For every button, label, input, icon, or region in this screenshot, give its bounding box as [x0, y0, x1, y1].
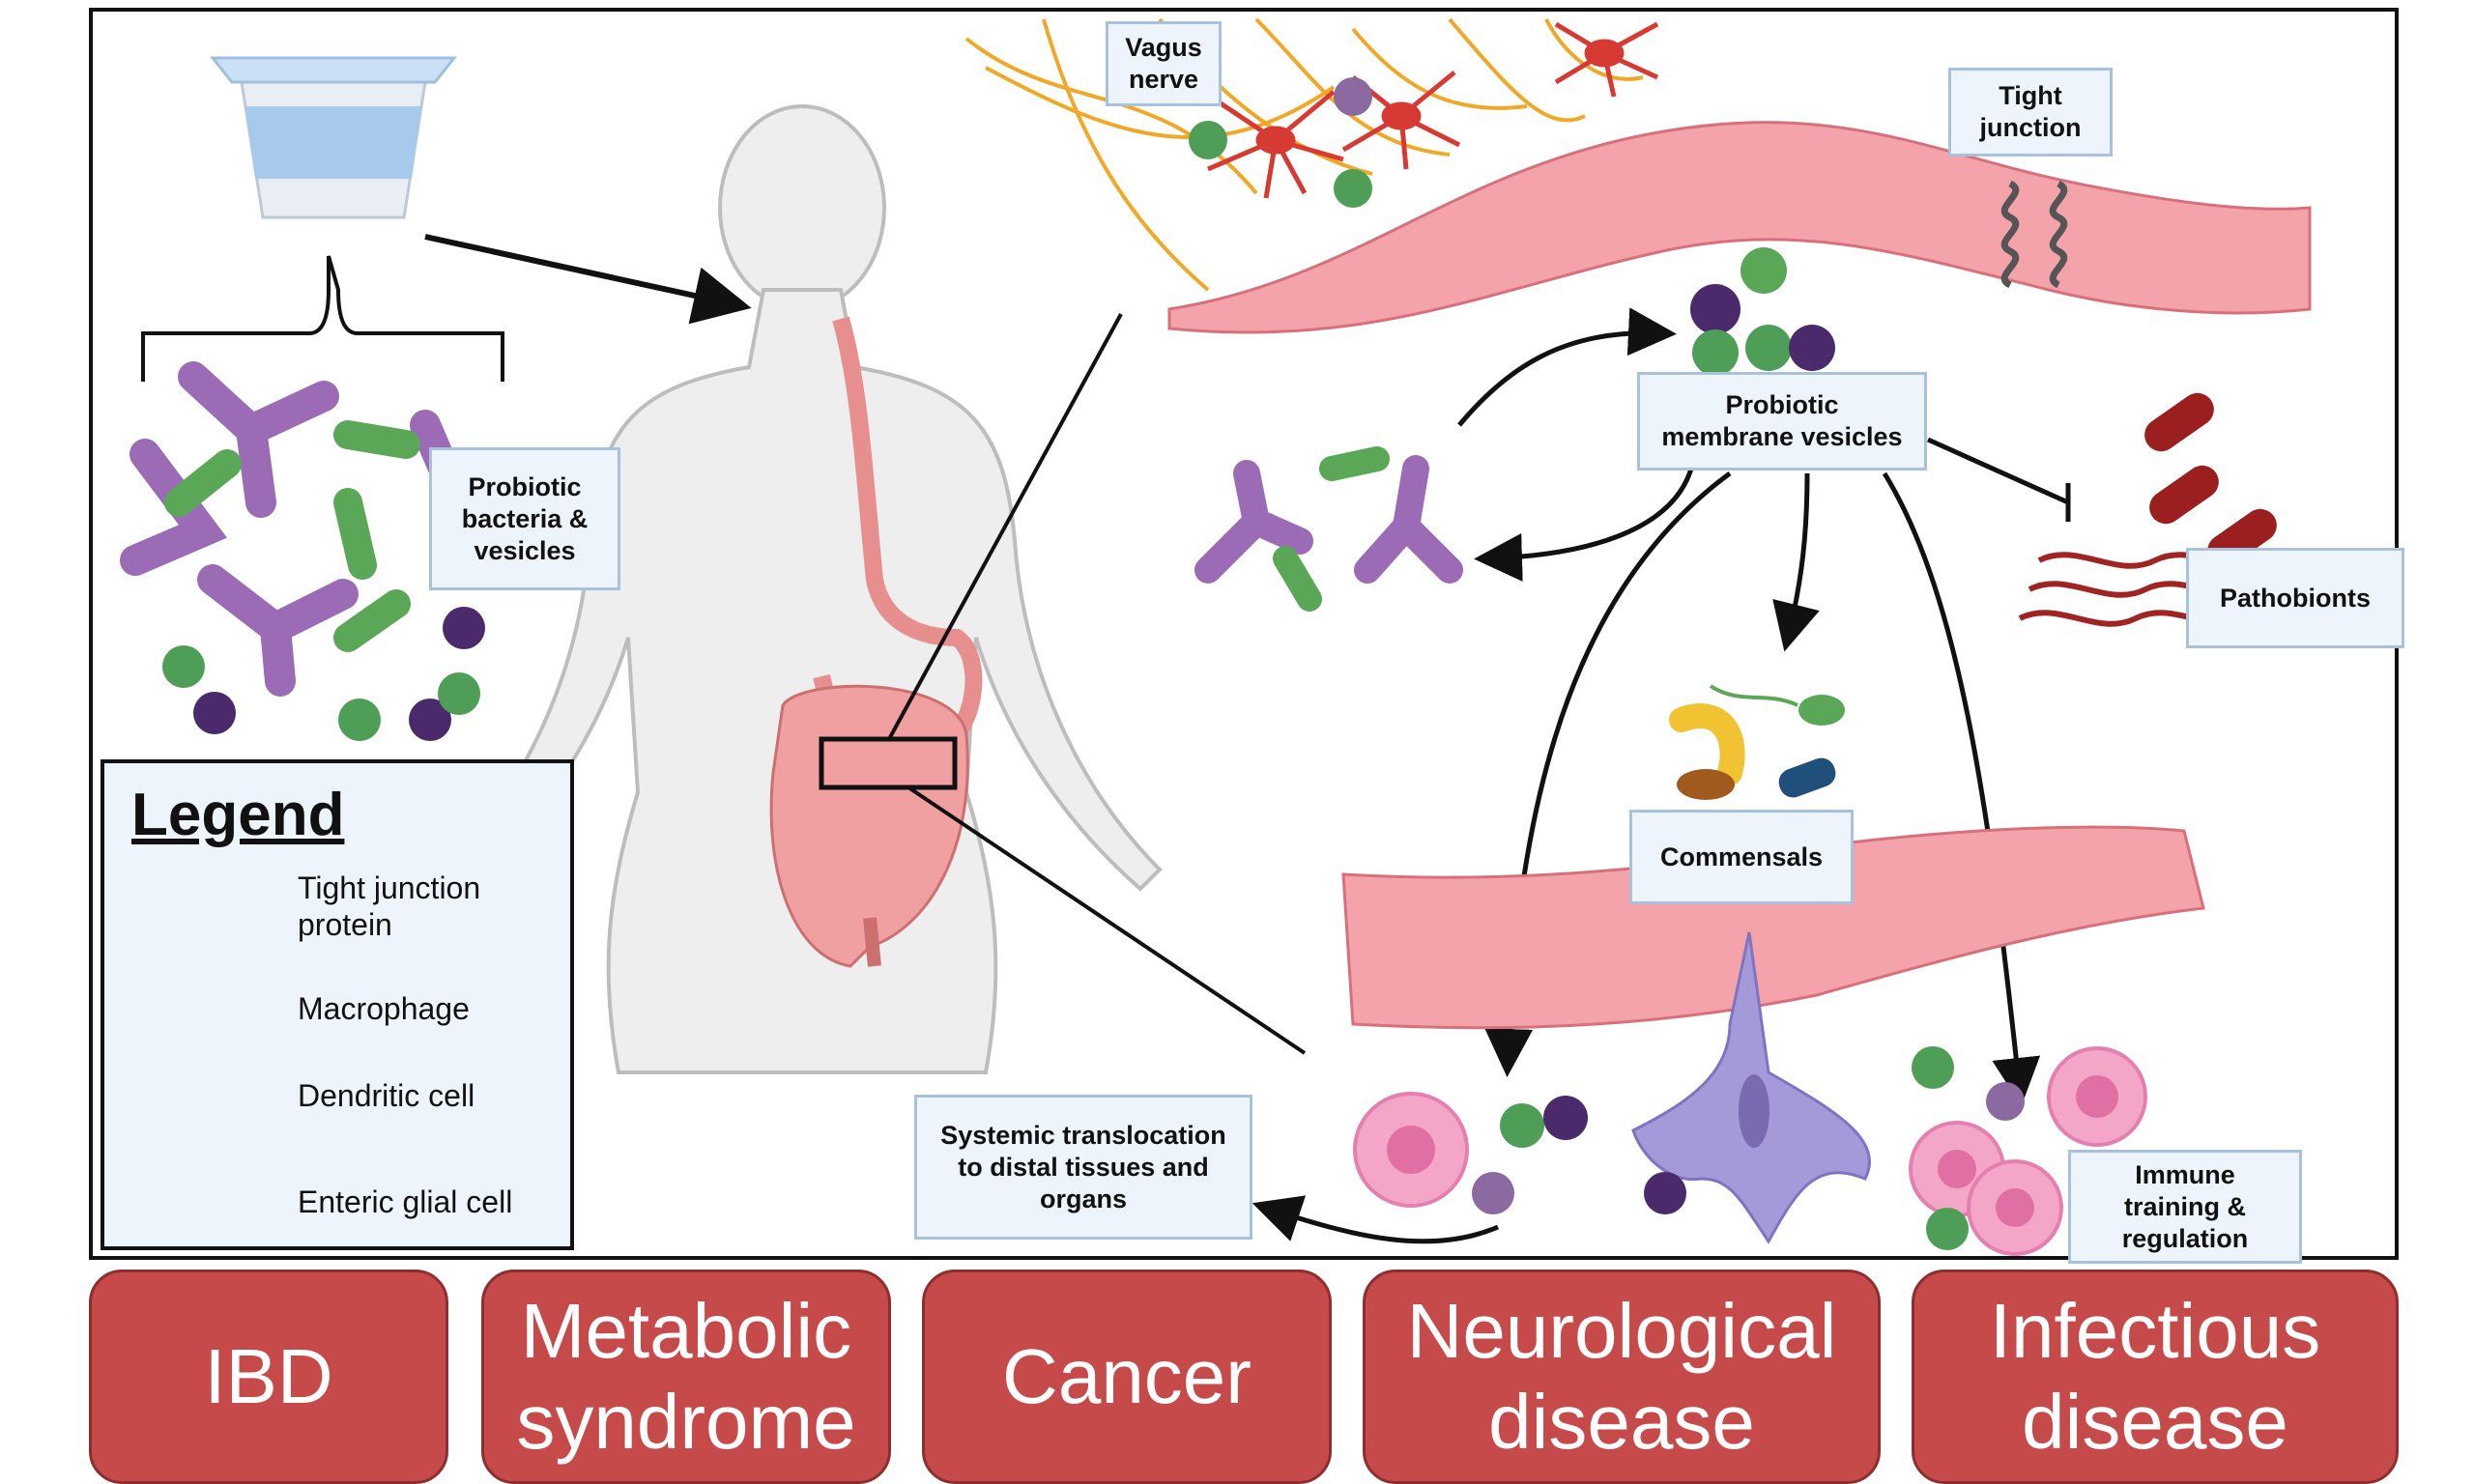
- bifidobacteria-icon-2: [1194, 455, 1463, 584]
- dendritic-cell-icon: [1631, 931, 1871, 1244]
- label-probiotic-bacteria: Probiotic bacteria & vesicles: [429, 447, 620, 590]
- disease-box-neurological-disease: Neurological disease: [1363, 1270, 1881, 1484]
- legend-item-enteric-glial-cell: Enteric glial cell: [298, 1184, 513, 1219]
- enteric-glial-cell-icon: [1207, 21, 1659, 199]
- disease-box-ibd: IBD: [89, 1270, 448, 1484]
- label-immune-training: Immune training & regulation: [2068, 1150, 2302, 1264]
- bracket: [141, 255, 504, 382]
- disease-box-cancer: Cancer: [922, 1270, 1332, 1484]
- label-pathobionts: Pathobionts: [2186, 548, 2404, 648]
- human-body-icon: [442, 104, 1163, 1074]
- label-vagus-nerve: Vagus nerve: [1106, 21, 1222, 106]
- lactobacillus-icon-2: [1273, 446, 1390, 612]
- disease-box-metabolic-syndrome: Metabolic syndrome: [481, 1270, 891, 1484]
- legend: Legend Tight junction protein Macrophage…: [101, 759, 574, 1250]
- legend-item-dendritic-cell: Dendritic cell: [298, 1078, 475, 1113]
- bifidobacteria-icon: [120, 361, 470, 697]
- arrow-to-mouth: [424, 234, 752, 325]
- label-commensals: Commensals: [1629, 810, 1854, 904]
- label-probiotic-vesicles: Probiotic membrane vesicles: [1637, 372, 1927, 471]
- label-systemic-translocation: Systemic translocation to distal tissues…: [914, 1095, 1252, 1240]
- label-tight-junction: Tight junction: [1948, 68, 2113, 157]
- legend-title: Legend: [131, 782, 345, 848]
- yogurt-cup-icon: [209, 56, 458, 219]
- zoom-box: [819, 736, 958, 790]
- legend-item-tight-junction: Tight junction protein: [298, 870, 481, 942]
- top-epithelium: [1167, 121, 2312, 334]
- lactobacillus-icon: [164, 420, 420, 652]
- tight-junction-protein-icon: [2000, 180, 2068, 289]
- macrophage-icon: [1353, 1046, 2147, 1256]
- legend-item-macrophage: Macrophage: [298, 991, 470, 1026]
- disease-box-infectious-disease: Infectious disease: [1912, 1270, 2399, 1484]
- commensal-bacteria-icon: [1669, 684, 1845, 800]
